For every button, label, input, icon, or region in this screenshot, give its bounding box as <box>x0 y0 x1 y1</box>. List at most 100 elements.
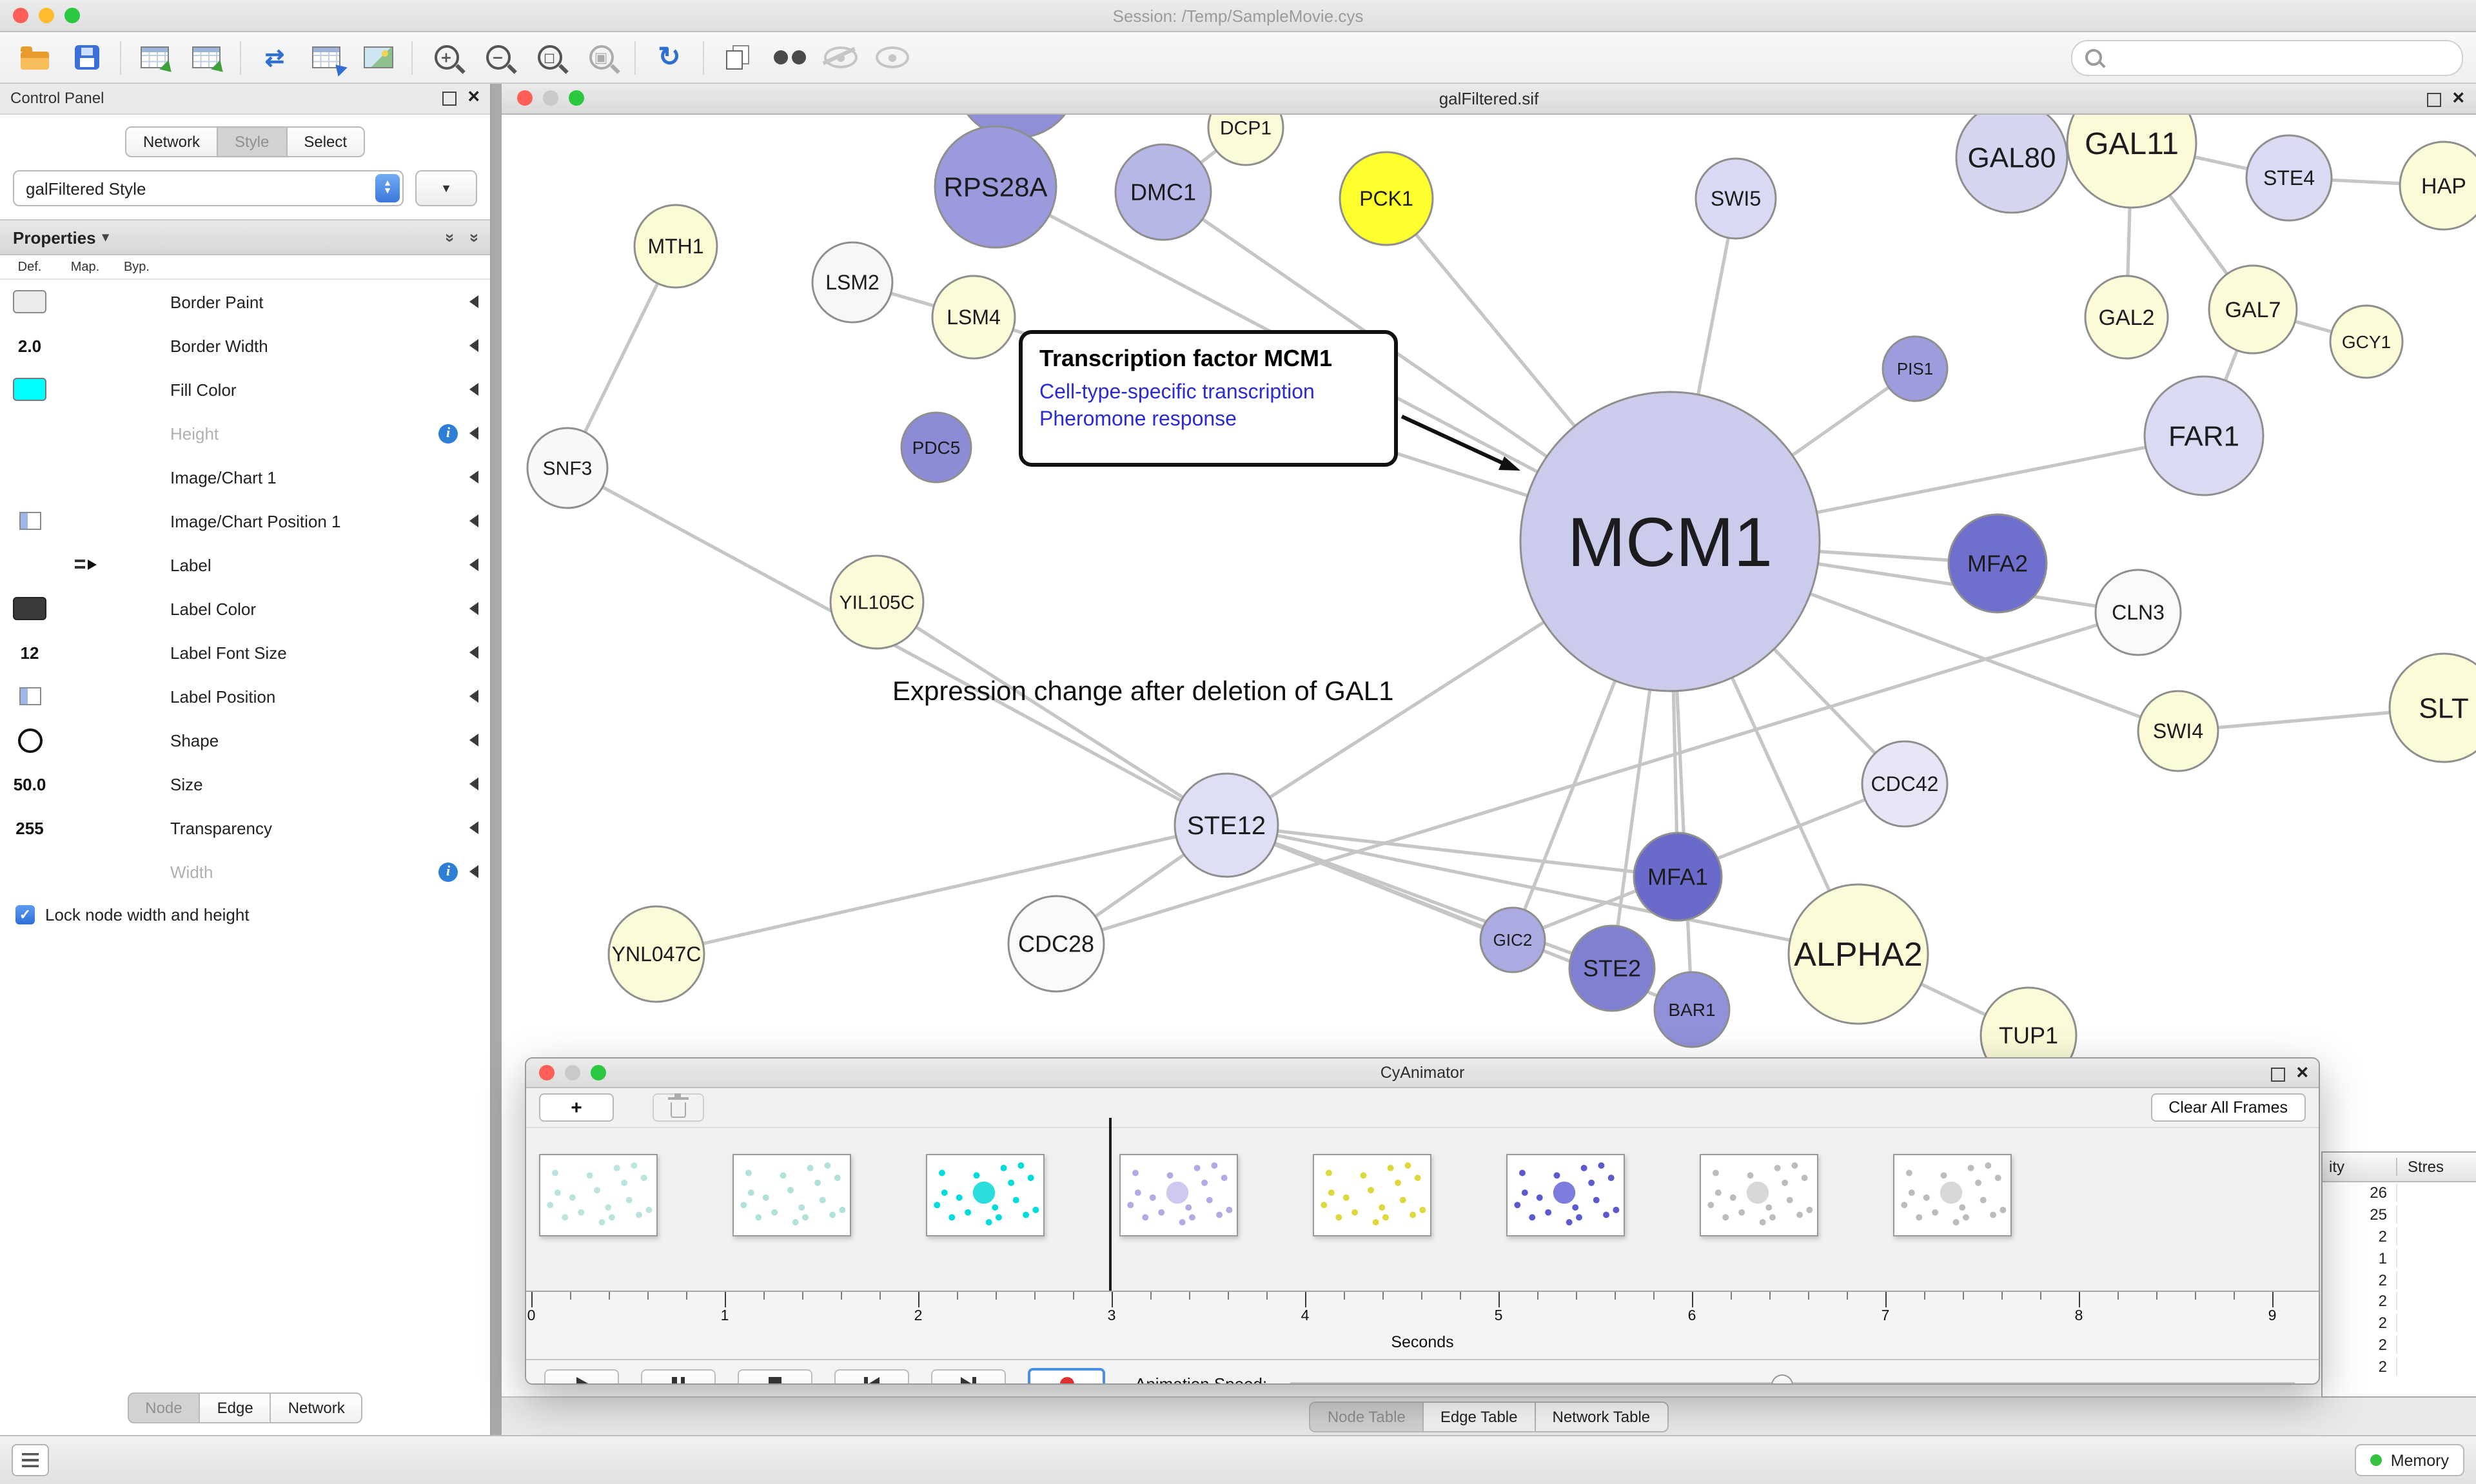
search-box[interactable] <box>2071 39 2463 75</box>
save-session-icon[interactable] <box>64 38 108 77</box>
stop-button[interactable] <box>738 1369 812 1383</box>
node-DCP1[interactable] <box>1207 115 1284 166</box>
collapse-all-icon[interactable]: « <box>462 232 482 242</box>
delete-frame-button[interactable] <box>653 1093 704 1122</box>
node-GAL2[interactable] <box>2084 275 2169 360</box>
network-zoom-button[interactable] <box>569 90 584 106</box>
edge-CLN3-CDC28[interactable] <box>1056 610 2139 946</box>
expand-all-icon[interactable]: » <box>440 232 460 242</box>
property-row-fill-color[interactable]: Fill Color <box>0 367 490 411</box>
tab-edge[interactable]: Edge <box>199 1392 271 1423</box>
node-GCY1[interactable] <box>2329 304 2404 379</box>
frame-thumbnail-7[interactable] <box>1700 1154 1818 1236</box>
frame-thumbnail-8[interactable] <box>1893 1154 2012 1236</box>
node-RPS28A[interactable] <box>934 125 1057 249</box>
node-STE12[interactable] <box>1174 772 1279 878</box>
info-icon[interactable]: i <box>438 862 458 881</box>
edge-SNF3-STE12[interactable] <box>566 466 1228 827</box>
tab-node[interactable]: Node <box>127 1392 201 1423</box>
minimize-window-button[interactable] <box>39 8 54 23</box>
animator-zoom-button[interactable] <box>591 1065 606 1080</box>
expand-property-icon[interactable] <box>469 602 478 615</box>
node-HAP[interactable] <box>2399 141 2476 231</box>
annotation-link-1[interactable]: Cell-type-specific transcription <box>1039 382 1315 404</box>
tab-network[interactable]: Network <box>270 1392 363 1423</box>
property-row-image-chart-position-1[interactable]: Image/Chart Position 1 <box>0 499 490 543</box>
tab-edge-table[interactable]: Edge Table <box>1422 1401 1536 1432</box>
node-GAL7[interactable] <box>2208 264 2298 355</box>
edge-STE12-YNL047C[interactable] <box>656 823 1227 956</box>
edge-STE12-YIL105C[interactable] <box>876 600 1228 827</box>
property-row-border-paint[interactable]: Border Paint <box>0 280 490 324</box>
record-button[interactable] <box>1028 1367 1105 1383</box>
expand-property-icon[interactable] <box>469 471 478 483</box>
node-SLT[interactable] <box>2388 652 2476 763</box>
frames-timeline[interactable] <box>526 1118 2319 1292</box>
previous-frame-button[interactable] <box>834 1369 909 1383</box>
property-row-shape[interactable]: Shape <box>0 718 490 762</box>
frame-thumbnail-3[interactable] <box>926 1154 1045 1236</box>
property-row-label-color[interactable]: Label Color <box>0 587 490 630</box>
table-column-header-1[interactable]: ity <box>2323 1158 2397 1176</box>
expand-property-icon[interactable] <box>469 427 478 440</box>
tab-style[interactable]: Style <box>216 126 288 157</box>
duplicate-network-icon[interactable] <box>716 38 760 77</box>
animator-close-button[interactable] <box>539 1065 555 1080</box>
node-CLN3[interactable] <box>2094 569 2182 656</box>
table-row[interactable]: 2 <box>2323 1291 2476 1313</box>
table-row[interactable]: 2 <box>2323 1334 2476 1356</box>
add-frame-button[interactable]: + <box>539 1093 614 1122</box>
node-PDC5[interactable] <box>900 411 972 483</box>
show-all-icon[interactable] <box>870 38 914 77</box>
node-CDC42[interactable] <box>1861 740 1949 828</box>
node-YNL047C[interactable] <box>607 905 705 1003</box>
table-row[interactable]: 25 <box>2323 1204 2476 1226</box>
frame-thumbnail-4[interactable] <box>1119 1154 1238 1236</box>
zoom-out-icon[interactable]: − <box>476 38 520 77</box>
node-LSM2[interactable] <box>811 241 894 324</box>
expand-property-icon[interactable] <box>469 777 478 790</box>
export-network-icon[interactable]: ⇄ <box>264 44 285 70</box>
node-SWI5[interactable] <box>1695 157 1777 240</box>
zoom-window-button[interactable] <box>64 8 80 23</box>
find-neighbors-icon[interactable] <box>767 38 811 77</box>
pause-button[interactable] <box>641 1369 716 1383</box>
expand-property-icon[interactable] <box>469 295 478 308</box>
hide-selected-icon[interactable] <box>819 38 863 77</box>
next-frame-button[interactable] <box>931 1369 1006 1383</box>
table-row[interactable]: 2 <box>2323 1313 2476 1334</box>
node-ALPHA2[interactable] <box>1787 883 1929 1025</box>
table-row[interactable]: 2 <box>2323 1356 2476 1378</box>
lock-size-checkbox[interactable]: ✓ <box>15 905 35 924</box>
edge-STE12-ALPHA2[interactable] <box>1226 823 1859 956</box>
frame-thumbnail-1[interactable] <box>539 1154 658 1236</box>
node-LSM4[interactable] <box>931 275 1016 360</box>
network-close-button[interactable] <box>517 90 533 106</box>
node-GAL80[interactable] <box>1955 115 2068 214</box>
show-panel-button[interactable] <box>12 1444 49 1476</box>
node-PCK1[interactable] <box>1339 151 1434 246</box>
node-FAR1[interactable] <box>2143 375 2265 496</box>
tab-network[interactable]: Network <box>124 126 218 157</box>
animator-close-icon[interactable]: × <box>2296 1062 2308 1084</box>
float-panel-icon[interactable] <box>442 91 457 105</box>
export-image-icon[interactable] <box>356 38 400 77</box>
node-MCM1[interactable] <box>1519 391 1821 692</box>
import-network-icon[interactable] <box>133 38 177 77</box>
table-column-header-2[interactable]: Stres <box>2408 1158 2444 1176</box>
node-MFA1[interactable] <box>1633 832 1723 922</box>
expand-property-icon[interactable] <box>469 514 478 527</box>
edge-STE12-MFA1[interactable] <box>1226 823 1678 879</box>
node-STE4[interactable] <box>2245 134 2333 222</box>
expand-property-icon[interactable] <box>469 339 478 352</box>
table-row[interactable]: 1 <box>2323 1247 2476 1269</box>
node-STE2[interactable] <box>1568 924 1656 1012</box>
info-icon[interactable]: i <box>438 424 458 443</box>
table-row[interactable]: 26 <box>2323 1182 2476 1204</box>
node-GIC2[interactable] <box>1479 906 1546 973</box>
import-table-icon[interactable] <box>184 38 228 77</box>
timeline-playhead[interactable] <box>1109 1118 1111 1291</box>
node-BAR1[interactable] <box>1653 971 1731 1048</box>
slider-handle[interactable] <box>1771 1374 1793 1383</box>
